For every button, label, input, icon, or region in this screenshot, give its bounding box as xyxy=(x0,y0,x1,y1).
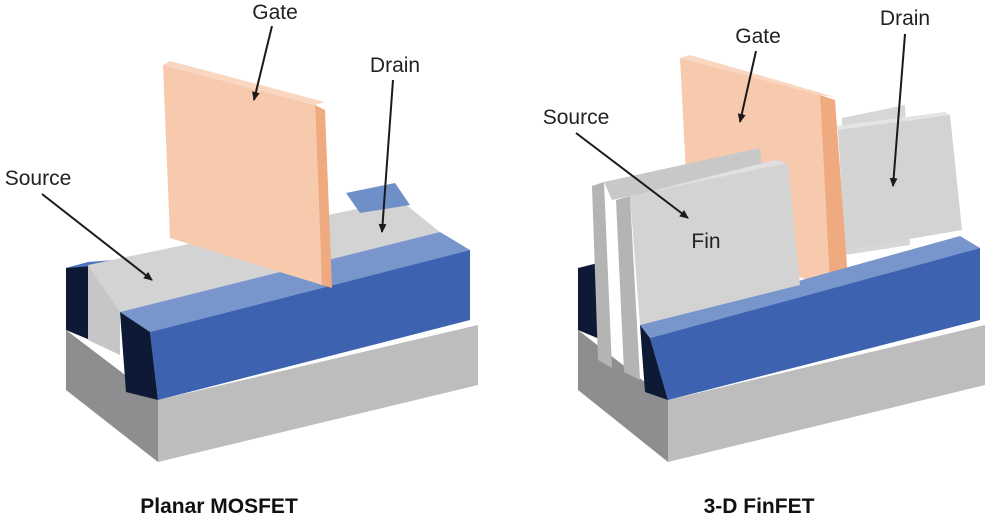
finfet-fin-2-side xyxy=(616,196,640,380)
planar-oxide-side xyxy=(120,312,158,400)
finfet-oxide-front xyxy=(650,248,980,400)
planar-oxide-top xyxy=(120,232,470,332)
planar-substrate-left xyxy=(66,330,158,462)
finfet-source-label: Source xyxy=(543,106,610,129)
planar-source-label: Source xyxy=(5,167,72,190)
finfet-drain-label: Drain xyxy=(880,7,930,30)
planar-drain-arrow xyxy=(378,79,394,233)
planar-gate-side xyxy=(315,105,332,288)
planar-gate-front xyxy=(163,65,322,285)
finfet-gate-top xyxy=(680,55,835,97)
finfet-fin-label: Fin xyxy=(691,230,720,253)
finfet-gate-side xyxy=(820,95,848,285)
planar-channel-edge xyxy=(88,265,120,355)
finfet-back-fin-b-top xyxy=(836,112,950,130)
finfet-fin-2-top xyxy=(616,160,788,200)
finfet-caption: 3-D FinFET xyxy=(704,495,815,518)
finfet: Gate Drain Source Fin 3-D FinFET xyxy=(543,7,985,518)
finfet-oxide-top xyxy=(640,236,980,338)
planar-substrate-front xyxy=(158,325,478,462)
planar-left-well xyxy=(66,262,90,340)
planar-source-arrow xyxy=(41,193,153,281)
finfet-source-arrow xyxy=(575,132,689,219)
planar-gate-label: Gate xyxy=(252,1,298,24)
planar-oxide-front xyxy=(150,250,470,400)
planar-gate-top xyxy=(163,61,325,105)
planar-mosfet: Gate Drain Source Planar MOSFET xyxy=(5,1,478,518)
finfet-oxide-side xyxy=(640,325,668,400)
finfet-back-fin-b xyxy=(838,115,962,250)
planar-back-oxide xyxy=(346,183,410,213)
planar-drain-label: Drain xyxy=(370,54,420,77)
planar-caption: Planar MOSFET xyxy=(140,495,298,518)
finfet-gate-arrow xyxy=(737,50,757,123)
finfet-fin-1-side xyxy=(592,182,612,368)
finfet-substrate-front xyxy=(668,325,985,462)
finfet-substrate-left xyxy=(578,330,668,462)
finfet-gate-label: Gate xyxy=(735,25,781,48)
finfet-fin-1-face xyxy=(604,148,762,200)
finfet-drain-arrow xyxy=(889,33,906,187)
finfet-fin-2-face xyxy=(630,163,800,325)
planar-gate-arrow xyxy=(252,25,273,101)
